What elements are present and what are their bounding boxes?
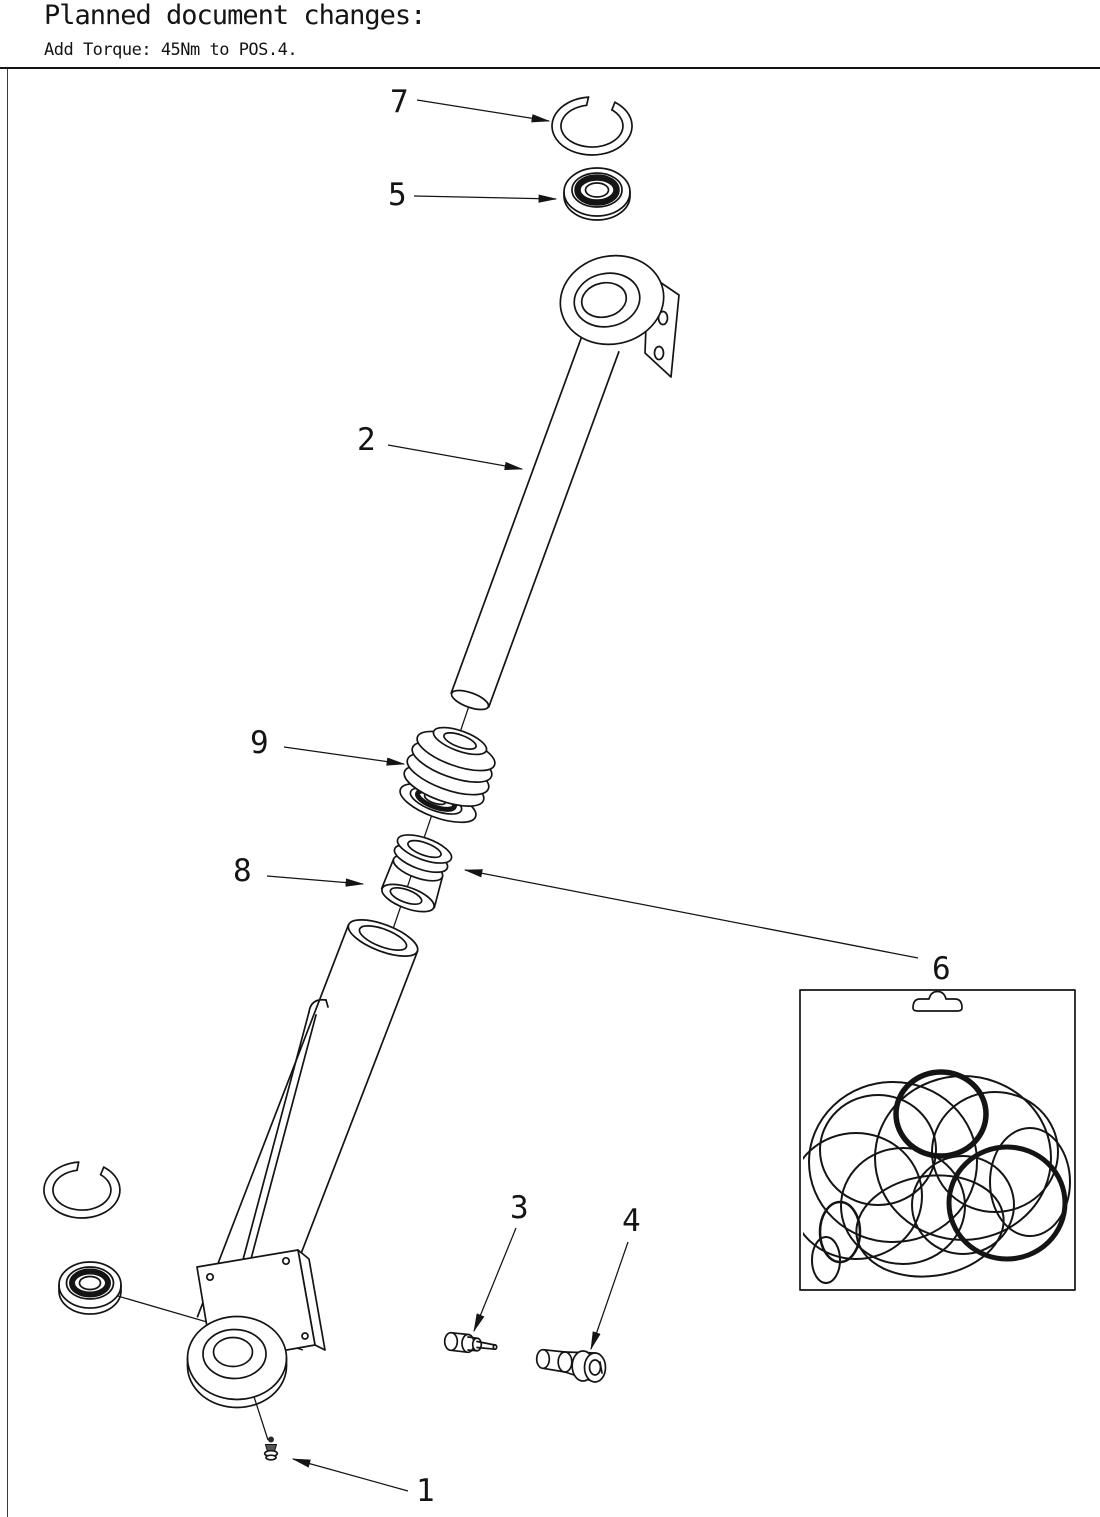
piston-guide-8 [380,834,453,913]
base-eye [186,1315,288,1409]
fitting-3 [443,1331,498,1354]
o-ring-pile [803,1069,1071,1284]
leader-line-6 [463,869,919,959]
seal-ring-bottom [58,1261,122,1315]
part-label-9: 9 [250,725,269,761]
part-label-6: 6 [932,951,951,987]
barrel-port-tube [235,998,329,1290]
part-label-1: 1 [416,1473,435,1509]
leader-lines [266,99,629,1492]
plug-4 [535,1348,607,1383]
piston-rod [450,254,680,711]
gland-9 [399,726,496,824]
part-label-7: 7 [390,84,409,120]
part-label-4: 4 [622,1203,641,1239]
seal-ring-5 [563,167,631,221]
page-subtitle: Add Torque: 45Nm to POS.4. [44,40,298,60]
frame-left-line [7,69,8,1517]
part-label-3: 3 [510,1190,529,1226]
snap-ring-7 [551,96,633,156]
part-label-8: 8 [233,853,252,889]
divider-line [0,67,1100,69]
snap-ring-bottom [43,1161,121,1219]
part-labels: 7 5 2 9 8 6 3 4 1 [233,84,951,1509]
bag-hang-hole [912,990,963,1012]
part-label-5: 5 [388,177,407,213]
page-title: Planned document changes: [44,0,426,31]
grease-nipple-1 [263,1436,279,1461]
seal-kit-bag [799,989,1076,1291]
part-label-2: 2 [357,422,376,458]
cylinder-barrel [196,919,419,1345]
rod-eye [559,254,665,346]
